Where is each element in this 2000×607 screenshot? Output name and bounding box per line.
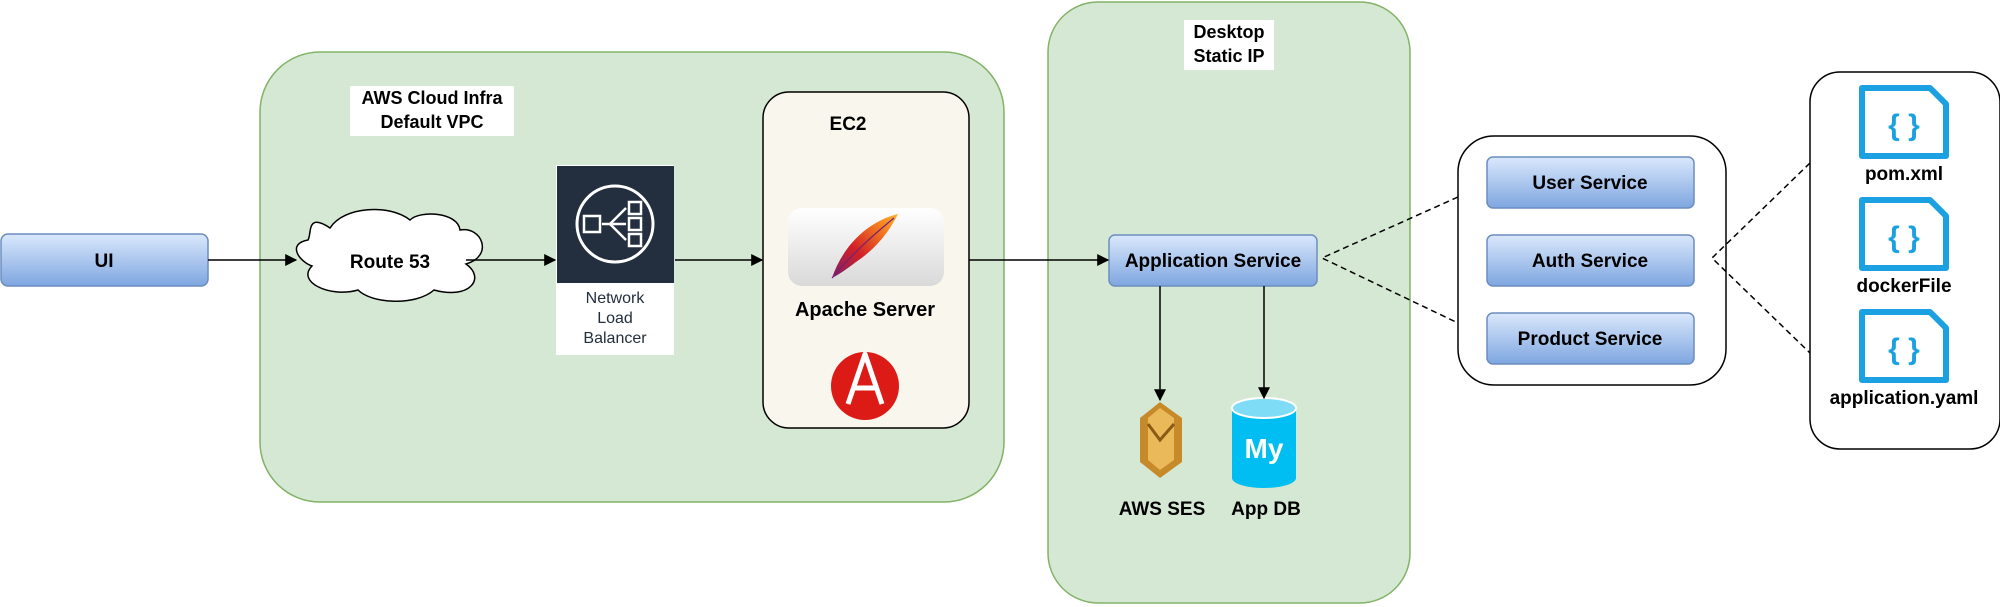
svg-text:{ }: { } — [1888, 109, 1920, 142]
apache-server-label: Apache Server — [795, 299, 935, 321]
aws-zone-title-line2: Default VPC — [380, 112, 483, 132]
config-file-item[interactable]: { } dockerFile — [1856, 197, 1952, 297]
nlb-label-line3: Balancer — [583, 330, 647, 347]
mysql-icon: My — [1231, 397, 1297, 488]
config-file-item[interactable]: { } pom.xml — [1859, 85, 1949, 185]
desktop-zone-title-line2: Static IP — [1193, 46, 1264, 66]
desktop-zone-title-line1: Desktop — [1193, 22, 1264, 42]
nlb-label-line2: Load — [597, 310, 633, 327]
microservice-item[interactable]: Product Service — [1486, 312, 1695, 365]
aws-zone-title-line1: AWS Cloud Infra — [362, 88, 504, 108]
svg-text:{ }: { } — [1888, 333, 1920, 366]
desktop-zone — [1047, 1, 1411, 604]
ui-label: UI — [95, 251, 114, 272]
config-file-label: pom.xml — [1865, 164, 1943, 185]
microservice-label: Product Service — [1518, 329, 1663, 350]
aws-ses-icon — [1140, 402, 1182, 478]
aws-ses-label: AWS SES — [1119, 499, 1206, 520]
json-file-icon: { } — [1859, 197, 1949, 271]
svg-text:{ }: { } — [1888, 221, 1920, 254]
ec2-title: EC2 — [830, 114, 867, 135]
microservice-label: Auth Service — [1532, 251, 1648, 272]
aws-zone-title-bg — [350, 86, 514, 136]
config-file-label: dockerFile — [1856, 276, 1951, 297]
desktop-zone-title-bg — [1184, 20, 1274, 70]
config-file-label: application.yaml — [1830, 388, 1979, 409]
config-file-item[interactable]: { } application.yaml — [1830, 309, 1979, 409]
svg-text:My: My — [1245, 433, 1284, 464]
app-db-label: App DB — [1231, 499, 1301, 520]
microservice-item[interactable]: Auth Service — [1486, 234, 1695, 287]
network-load-balancer-icon[interactable] — [557, 166, 674, 283]
connector-microservices-configfiles — [1710, 162, 1811, 354]
application-service-label: Application Service — [1125, 251, 1301, 272]
json-file-icon: { } — [1859, 309, 1949, 383]
microservice-label: User Service — [1532, 173, 1647, 194]
json-file-icon: { } — [1859, 85, 1949, 159]
route53-cloud[interactable] — [295, 208, 484, 302]
apache-feather-icon — [788, 208, 944, 286]
angular-icon — [831, 351, 899, 420]
microservice-item[interactable]: User Service — [1486, 156, 1695, 209]
config-file-list: { } pom.xml { } dockerFile { } application.ya… — [1830, 85, 1979, 409]
route53-label: Route 53 — [350, 252, 430, 273]
nlb-label-line1: Network — [586, 290, 646, 307]
